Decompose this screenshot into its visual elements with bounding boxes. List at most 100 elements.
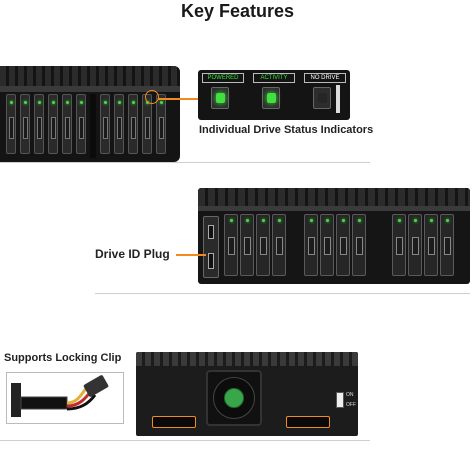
status-led (66, 101, 69, 104)
drive-slot (103, 117, 108, 139)
locking-clip-illustration (11, 375, 109, 417)
drive-bay (100, 94, 110, 154)
drive-bay (128, 94, 138, 154)
drive-bay (48, 94, 58, 154)
drive-bay (6, 94, 16, 154)
switch-label-off: OFF (346, 402, 356, 408)
status-led (278, 219, 281, 222)
status-led (262, 219, 265, 222)
status-led (132, 101, 135, 104)
indicator-no-drive: NO DRIVE (304, 73, 346, 117)
fan-switch (336, 392, 344, 408)
cooling-fan (206, 370, 262, 426)
drive-bay (114, 94, 124, 154)
sata-connector (152, 416, 196, 428)
status-led (398, 219, 401, 222)
feature-caption-locking-clip: Supports Locking Clip (4, 352, 122, 364)
drive-bay (256, 214, 270, 276)
drive-bay (320, 214, 334, 276)
drive-bay (224, 214, 238, 276)
drive-slot (324, 237, 331, 255)
led-glow (318, 93, 327, 103)
drive-slot (23, 117, 28, 139)
status-led (38, 101, 41, 104)
drive-bay (336, 214, 350, 276)
plug-slot (208, 253, 214, 269)
enclosure-front-image (0, 66, 180, 162)
drive-slot (396, 237, 403, 255)
locking-clip-inset (6, 372, 124, 424)
ventilation-rail (0, 66, 180, 86)
indicator-label: NO DRIVE (304, 73, 346, 83)
drive-bay (408, 214, 422, 276)
drive-slot (356, 237, 363, 255)
status-led (246, 219, 249, 222)
drive-bay (62, 94, 72, 154)
drive-slot (117, 117, 122, 139)
callout-line (176, 254, 206, 256)
indicator-activity: ACTIVITY (253, 73, 295, 117)
fan-hub (224, 388, 244, 408)
drive-slot (9, 117, 14, 139)
status-led (118, 101, 121, 104)
callout-circle (145, 90, 159, 104)
drive-slot (159, 117, 164, 139)
led-glow (216, 93, 225, 103)
drive-bay (352, 214, 366, 276)
section-divider (0, 162, 370, 163)
ventilation-rail (198, 188, 470, 206)
status-led (10, 101, 13, 104)
drive-slot (51, 117, 56, 139)
status-led (430, 219, 433, 222)
status-indicator-panel: POWERED ACTIVITY NO DRIVE (198, 70, 350, 120)
drive-slot (65, 117, 70, 139)
status-led (342, 219, 345, 222)
drive-slot (308, 237, 315, 255)
drive-bay (272, 214, 286, 276)
drive-bay (440, 214, 454, 276)
drive-slot (244, 237, 251, 255)
status-led (326, 219, 329, 222)
indicator-lens (262, 87, 280, 109)
callout-line (158, 98, 198, 100)
section-divider (0, 440, 370, 441)
drive-slot (37, 117, 42, 139)
ventilation-rail (136, 352, 358, 366)
page-title: Key Features (180, 1, 295, 21)
plug-slot (208, 225, 214, 239)
status-led (104, 101, 107, 104)
drive-bay (424, 214, 438, 276)
drive-slot (428, 237, 435, 255)
section-divider (95, 293, 470, 294)
status-led (24, 101, 27, 104)
bay-divider (90, 94, 96, 158)
enclosure-id-plug-image (198, 188, 470, 284)
front-band (0, 86, 180, 92)
status-led (446, 219, 449, 222)
drive-slot (145, 117, 150, 139)
status-led (52, 101, 55, 104)
latch-bar (336, 85, 340, 113)
drive-slot (260, 237, 267, 255)
drive-bay (20, 94, 30, 154)
indicator-label: POWERED (202, 73, 244, 83)
status-led (414, 219, 417, 222)
drive-slot (276, 237, 283, 255)
drive-slot (340, 237, 347, 255)
drive-slot (444, 237, 451, 255)
front-band (198, 206, 470, 211)
status-led (230, 219, 233, 222)
drive-id-plug (203, 216, 219, 278)
drive-bay (304, 214, 318, 276)
drive-slot (79, 117, 84, 139)
feature-caption-id-plug: Drive ID Plug (95, 247, 170, 261)
drive-bay (156, 94, 166, 154)
status-led (80, 101, 83, 104)
drive-bay (34, 94, 44, 154)
indicator-powered: POWERED (202, 73, 244, 117)
drive-slot (228, 237, 235, 255)
status-led (358, 219, 361, 222)
feature-caption-status: Individual Drive Status Indicators (199, 124, 374, 136)
drive-slot (131, 117, 136, 139)
indicator-label: ACTIVITY (253, 73, 295, 83)
